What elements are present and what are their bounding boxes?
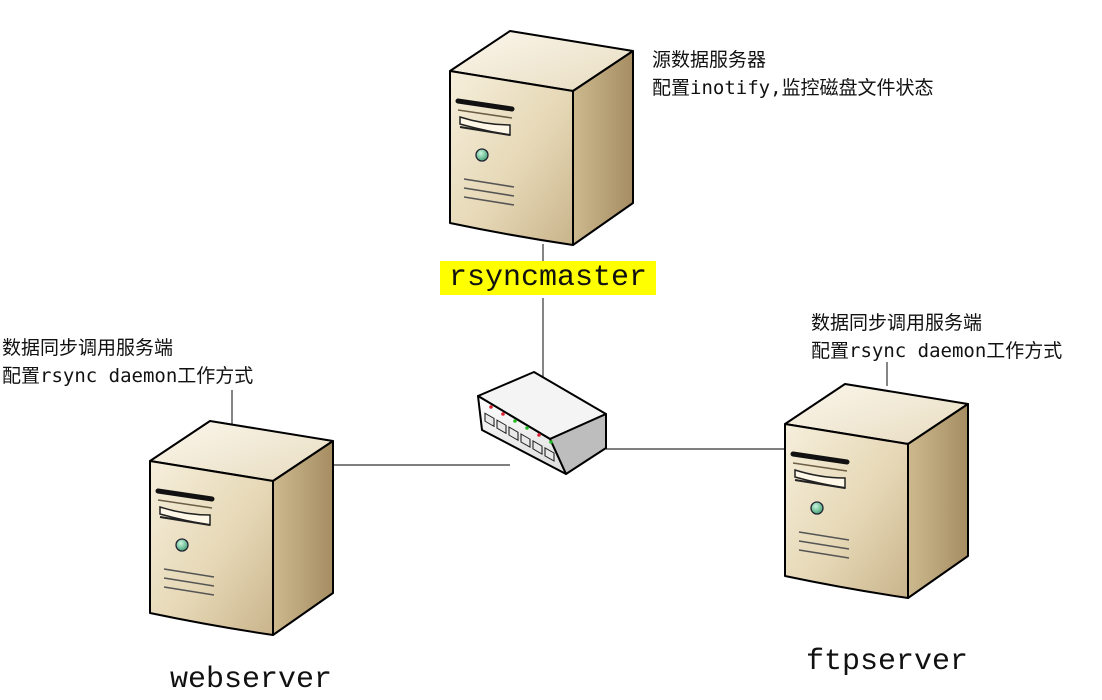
server-web <box>150 421 333 635</box>
network-links <box>231 244 888 466</box>
server-tower-icon <box>150 421 333 635</box>
master-note: 源数据服务器 配置inotify,监控磁盘文件状态 <box>652 46 934 102</box>
ftp-hostname: ftpserver <box>806 645 969 679</box>
web-hostname: webserver <box>170 663 333 697</box>
network-switch-icon <box>477 371 607 475</box>
server-tower-icon <box>785 384 968 598</box>
server-master <box>450 31 633 245</box>
master-note-line1: 源数据服务器 <box>652 49 767 71</box>
master-hostname: rsyncmaster <box>440 261 657 295</box>
server-tower-icon <box>450 31 633 245</box>
web-note-line2: 配置rsync daemon工作方式 <box>2 365 254 387</box>
ftp-note-line2: 配置rsync daemon工作方式 <box>811 340 1063 362</box>
master-note-line2: 配置inotify,监控磁盘文件状态 <box>652 77 934 99</box>
web-note: 数据同步调用服务端 配置rsync daemon工作方式 <box>2 334 253 390</box>
server-ftp <box>785 384 968 598</box>
web-note-line1: 数据同步调用服务端 <box>2 337 174 359</box>
ftp-note-line1: 数据同步调用服务端 <box>811 312 983 334</box>
ftp-note: 数据同步调用服务端 配置rsync daemon工作方式 <box>811 309 1062 365</box>
